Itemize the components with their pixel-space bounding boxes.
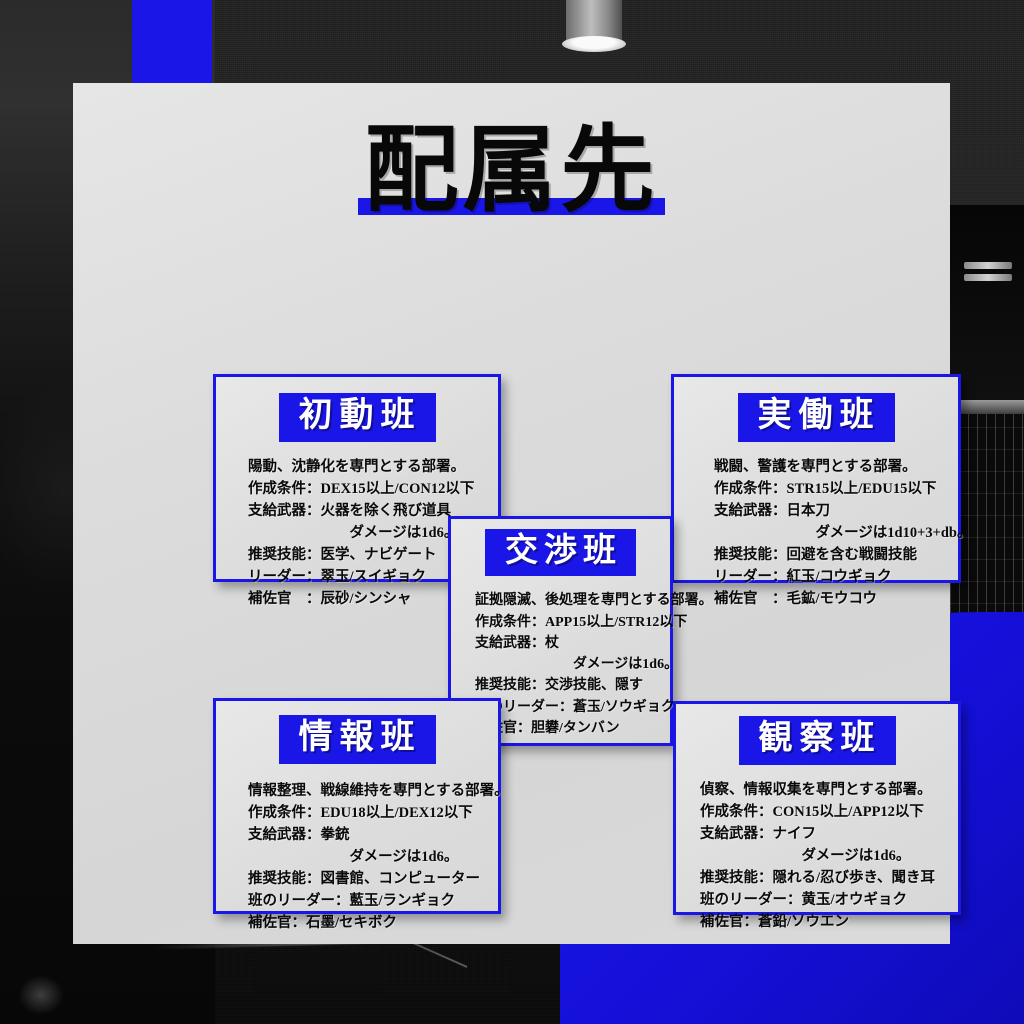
card-heading: 実働班 — [737, 393, 895, 442]
background-rack-bar — [964, 262, 1012, 269]
card-heading: 初動班 — [278, 393, 436, 442]
department-card-shodo[interactable]: 初動班 陽動、沈静化を専門とする部署。 作成条件：DEX15以上/CON12以下… — [213, 374, 501, 607]
department-card-kansatsu[interactable]: 観察班 偵察、情報収集を専門とする部署。 作成条件：CON15以上/APP12以… — [673, 701, 961, 930]
card-details: 戦闘、警護を専門とする部署。 作成条件：STR15以上/EDU15以下 支給武器… — [714, 458, 972, 607]
background-rack-bar — [964, 274, 1012, 281]
card-details: 偵察、情報収集を専門とする部署。 作成条件：CON15以上/APP12以下 支給… — [700, 781, 936, 930]
card-heading: 交渉班 — [485, 529, 636, 577]
ceiling-lamp-glow — [562, 36, 626, 52]
content-panel: 配属先 初動班 陽動、沈静化を専門とする部署。 作成条件：DEX15以上/CON… — [73, 83, 972, 944]
card-heading: 情報班 — [278, 715, 436, 764]
title-underline-accent — [358, 197, 665, 215]
card-details: 情報整理、戦線維持を専門とする部署。 作成条件：EDU18以上/DEX12以下 … — [248, 782, 509, 931]
page-title: 配属先 — [364, 119, 659, 223]
card-heading-row: 実働班 — [674, 393, 958, 442]
page-title-block: 配属先 — [73, 119, 950, 223]
card-details: 陽動、沈静化を専門とする部署。 作成条件：DEX15以上/CON12以下 支給武… — [248, 458, 475, 607]
card-heading-row: 情報班 — [216, 715, 498, 764]
background-shelf — [950, 400, 1024, 414]
department-card-joho[interactable]: 情報班 情報整理、戦線維持を専門とする部署。 作成条件：EDU18以上/DEX1… — [213, 698, 509, 931]
department-card-jitsudo[interactable]: 実働班 戦闘、警護を専門とする部署。 作成条件：STR15以上/EDU15以下 … — [671, 374, 972, 607]
background-light-blob — [18, 975, 64, 1015]
card-details: 証拠隠滅、後処理を専門とする部署。 作成条件：APP15以上/STR12以下 支… — [475, 593, 713, 736]
card-heading-row: 観察班 — [676, 716, 958, 765]
card-heading-row: 交渉班 — [451, 529, 670, 577]
background-rack — [950, 205, 1024, 405]
card-heading-row: 初動班 — [216, 393, 498, 442]
card-heading: 観察班 — [738, 716, 896, 765]
ceiling-lamp-icon — [566, 0, 622, 42]
